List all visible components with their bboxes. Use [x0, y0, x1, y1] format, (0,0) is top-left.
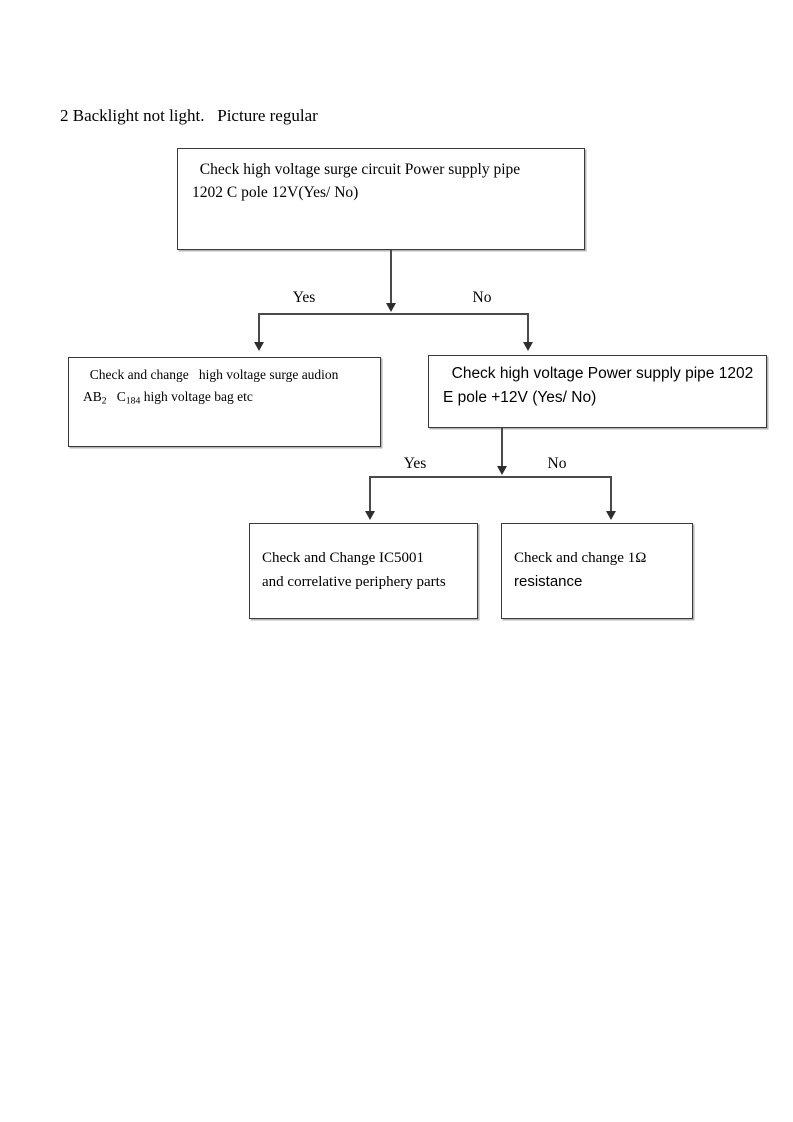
connector-level1-bar — [258, 313, 528, 315]
node-res-text: Check and change 1Ω resistance — [502, 546, 692, 594]
flowchart-node-right-branch: Check high voltage Power supply pipe 120… — [428, 355, 767, 428]
connector-level1-right-drop — [527, 313, 529, 345]
flowchart-node-bottom-right: Check and change 1Ω resistance — [501, 523, 693, 619]
node-root-text: Check high voltage surge circuit Power s… — [178, 158, 584, 204]
connector-level2-left-arrowhead — [365, 511, 375, 520]
branch-label-level2-no: No — [547, 455, 567, 472]
node-root-line1: Check high voltage surge circuit Power s… — [192, 161, 521, 178]
flowchart-node-left-branch: Check and change high voltage surge audi… — [68, 357, 381, 447]
connector-level1-left-drop — [258, 313, 260, 345]
node-left-ab-subscript: 2 — [101, 395, 107, 407]
connector-level1-left-arrowhead — [254, 342, 264, 351]
node-left-line1: Check and change high voltage surge audi… — [83, 367, 339, 382]
branch-label-level1-no: No — [472, 289, 492, 306]
node-right-text: Check high voltage Power supply pipe 120… — [429, 362, 766, 410]
node-ic-text: Check and Change IC5001 and correlative … — [250, 546, 477, 594]
node-res-line2: resistance — [514, 573, 583, 590]
connector-level2-right-drop — [610, 476, 612, 514]
node-root-line2: 1202 C pole 12V(Yes/ No) — [192, 184, 359, 201]
node-left-line2: AB2 C184 high voltage bag etc — [83, 389, 253, 407]
flowchart-node-root: Check high voltage surge circuit Power s… — [177, 148, 585, 250]
node-left-c-subscript: 184 — [125, 395, 141, 407]
connector-level2-right-arrowhead — [606, 511, 616, 520]
connector-root-stem-arrowhead — [386, 303, 396, 312]
connector-level1-right-arrowhead — [523, 342, 533, 351]
node-ic-line1: Check and Change IC5001 — [262, 550, 425, 566]
connector-level2-stem — [501, 428, 503, 469]
connector-level2-stem-arrowhead — [497, 466, 507, 475]
node-left-c: C — [106, 389, 126, 404]
node-left-tail: high voltage bag etc — [140, 389, 253, 404]
branch-label-level1-yes: Yes — [292, 289, 316, 306]
node-left-ab: AB — [83, 389, 102, 404]
connector-level2-bar — [369, 476, 611, 478]
page-heading: 2 Backlight not light. Picture regular — [60, 106, 318, 125]
flowchart-node-bottom-left: Check and Change IC5001 and correlative … — [249, 523, 478, 619]
connector-level2-left-drop — [369, 476, 371, 514]
connector-root-stem — [390, 250, 392, 306]
node-left-text: Check and change high voltage surge audi… — [69, 364, 380, 408]
branch-label-level2-yes: Yes — [403, 455, 427, 472]
node-ic-line2: and correlative periphery parts — [262, 574, 446, 590]
node-right-line1: Check high voltage Power supply pipe 120… — [443, 365, 754, 382]
node-res-line1: Check and change 1Ω — [514, 550, 647, 566]
node-right-line2: E pole +12V (Yes/ No) — [443, 389, 597, 406]
